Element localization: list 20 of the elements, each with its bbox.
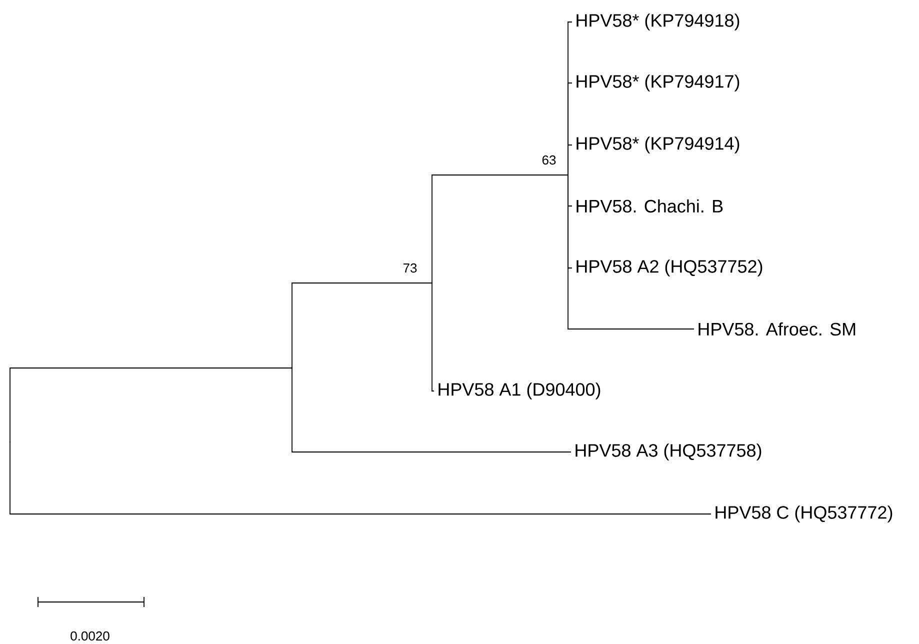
taxon-label: HPV58* (KP794917) <box>576 74 740 92</box>
taxon-label: HPV58 A3 (HQ537758) <box>576 444 762 460</box>
taxon-label: HPV58. Chachi. B <box>576 199 723 213</box>
tree-branch <box>568 144 572 176</box>
tree-branch <box>10 368 292 442</box>
scale-label: 0.0020 <box>70 631 110 641</box>
taxon-label: HPV58 A2 (HQ537752) <box>576 260 762 276</box>
tree-branch <box>432 282 434 392</box>
taxon-label: HPV58 A1 (D90400) <box>438 382 600 400</box>
bootstrap-value: 63 <box>542 155 556 165</box>
tree-branch <box>568 174 694 330</box>
taxon-label: HPV58* (KP794918) <box>576 14 740 30</box>
tree-branch <box>292 368 572 452</box>
tree-branch <box>292 282 432 368</box>
taxon-label: HPV58* (KP794914) <box>576 136 740 154</box>
taxon-label: HPV58. Afroec. SM <box>698 322 856 336</box>
taxon-label: HPV58 C (HQ537772) <box>716 506 892 522</box>
tree-branch <box>10 442 712 514</box>
bootstrap-value: 73 <box>403 263 417 273</box>
tree-branch <box>432 174 568 284</box>
